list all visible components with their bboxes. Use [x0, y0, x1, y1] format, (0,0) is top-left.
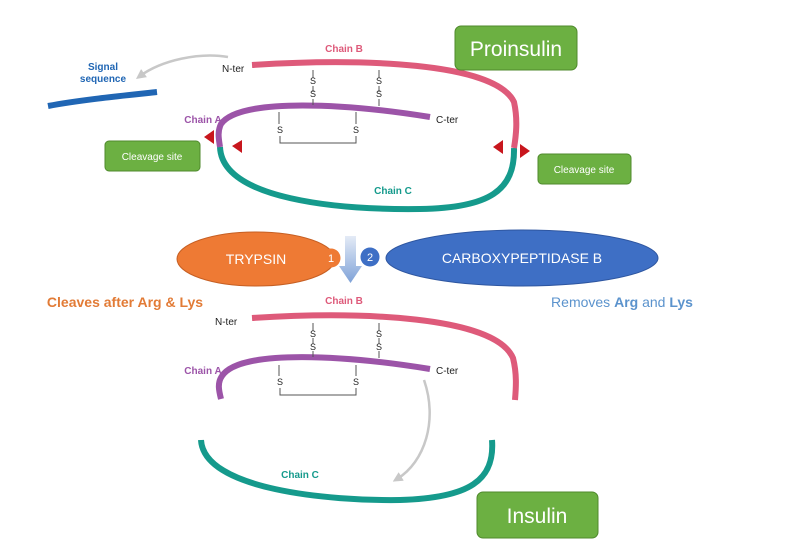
sulfur-label: S: [310, 329, 316, 339]
insulin-chain-b: [251, 312, 519, 401]
chain-b-label: Chain B: [325, 296, 363, 307]
sulfur-label: S: [376, 76, 382, 86]
c-terminus-label: C-ter: [436, 366, 459, 377]
step-1-badge: [321, 248, 341, 268]
sulfur-label: S: [353, 125, 359, 135]
step-1-number: 1: [328, 253, 334, 265]
chain-b-label: Chain B: [325, 44, 363, 55]
insulin-molecule: S S S S S S Chain B N-ter Chain A C-ter …: [184, 296, 519, 504]
chain-c-label: Chain C: [281, 470, 319, 481]
sulfur-label: S: [376, 89, 382, 99]
chain-a-label: Chain A: [184, 115, 221, 126]
carboxypeptidase-ellipse: [385, 229, 659, 287]
chain-a-label: Chain A: [184, 366, 221, 377]
carboxy-action-text: Removes Arg and Lys: [551, 294, 693, 310]
proinsulin-chain-a: [215, 102, 431, 148]
sulfur-label: S: [376, 329, 382, 339]
sulfur-label: S: [277, 377, 283, 387]
step-2-number: 2: [367, 252, 373, 264]
sulfur-label: S: [310, 342, 316, 352]
signal-sequence-segment: [47, 89, 158, 109]
n-terminus-label: N-ter: [215, 317, 238, 328]
insulin-title: Insulin: [507, 505, 568, 528]
chain-c-label: Chain C: [374, 186, 412, 197]
cleavage-marker-icon: [232, 140, 242, 153]
insulin-title-box: Insulin: [476, 491, 599, 539]
cleavage-marker-icon: [493, 140, 503, 154]
sulfur-label: S: [310, 76, 316, 86]
sulfur-label: S: [353, 377, 359, 387]
enzyme-step: TRYPSIN 1 2 CARBOXYPEPTIDASE B Cleaves a…: [47, 229, 693, 310]
insulin-chain-a: [215, 354, 431, 400]
sulfur-label: S: [310, 89, 316, 99]
cleavage-marker-icon: [520, 144, 530, 158]
step-2-badge: [360, 247, 380, 267]
signal-label-line1: Signal: [88, 62, 118, 73]
chain-c-release-arrow: [392, 379, 431, 482]
trypsin-label: TRYPSIN: [226, 251, 286, 267]
cleavage-marker-icon: [204, 130, 214, 144]
sulfur-label: S: [376, 342, 382, 352]
proinsulin-chain-c: [217, 146, 518, 213]
bond-bracket: [279, 388, 357, 396]
proinsulin-molecule: S S S S S S Chain B N-ter Chain A C-ter …: [47, 44, 530, 213]
carboxypeptidase-label: CARBOXYPEPTIDASE B: [442, 250, 602, 266]
cleavage-site-label: Cleavage site: [122, 152, 183, 163]
cleavage-site-label: Cleavage site: [554, 165, 615, 176]
proinsulin-chain-b: [251, 59, 520, 149]
c-terminus-label: C-ter: [436, 115, 459, 126]
cleavage-site-box-left: Cleavage site: [104, 140, 201, 172]
signal-cleave-arrow: [135, 54, 229, 79]
trypsin-action-text: Cleaves after Arg & Lys: [47, 294, 203, 310]
proinsulin-title: Proinsulin: [470, 38, 562, 61]
cleavage-site-box-right: Cleavage site: [537, 153, 632, 185]
insulin-chain-c: [198, 439, 496, 504]
signal-label-line2: sequence: [80, 74, 127, 85]
process-down-arrow: [339, 236, 362, 283]
sulfur-label: S: [277, 125, 283, 135]
proinsulin-title-box: Proinsulin: [454, 25, 578, 71]
n-terminus-label: N-ter: [222, 64, 245, 75]
bond-bracket: [279, 136, 357, 144]
